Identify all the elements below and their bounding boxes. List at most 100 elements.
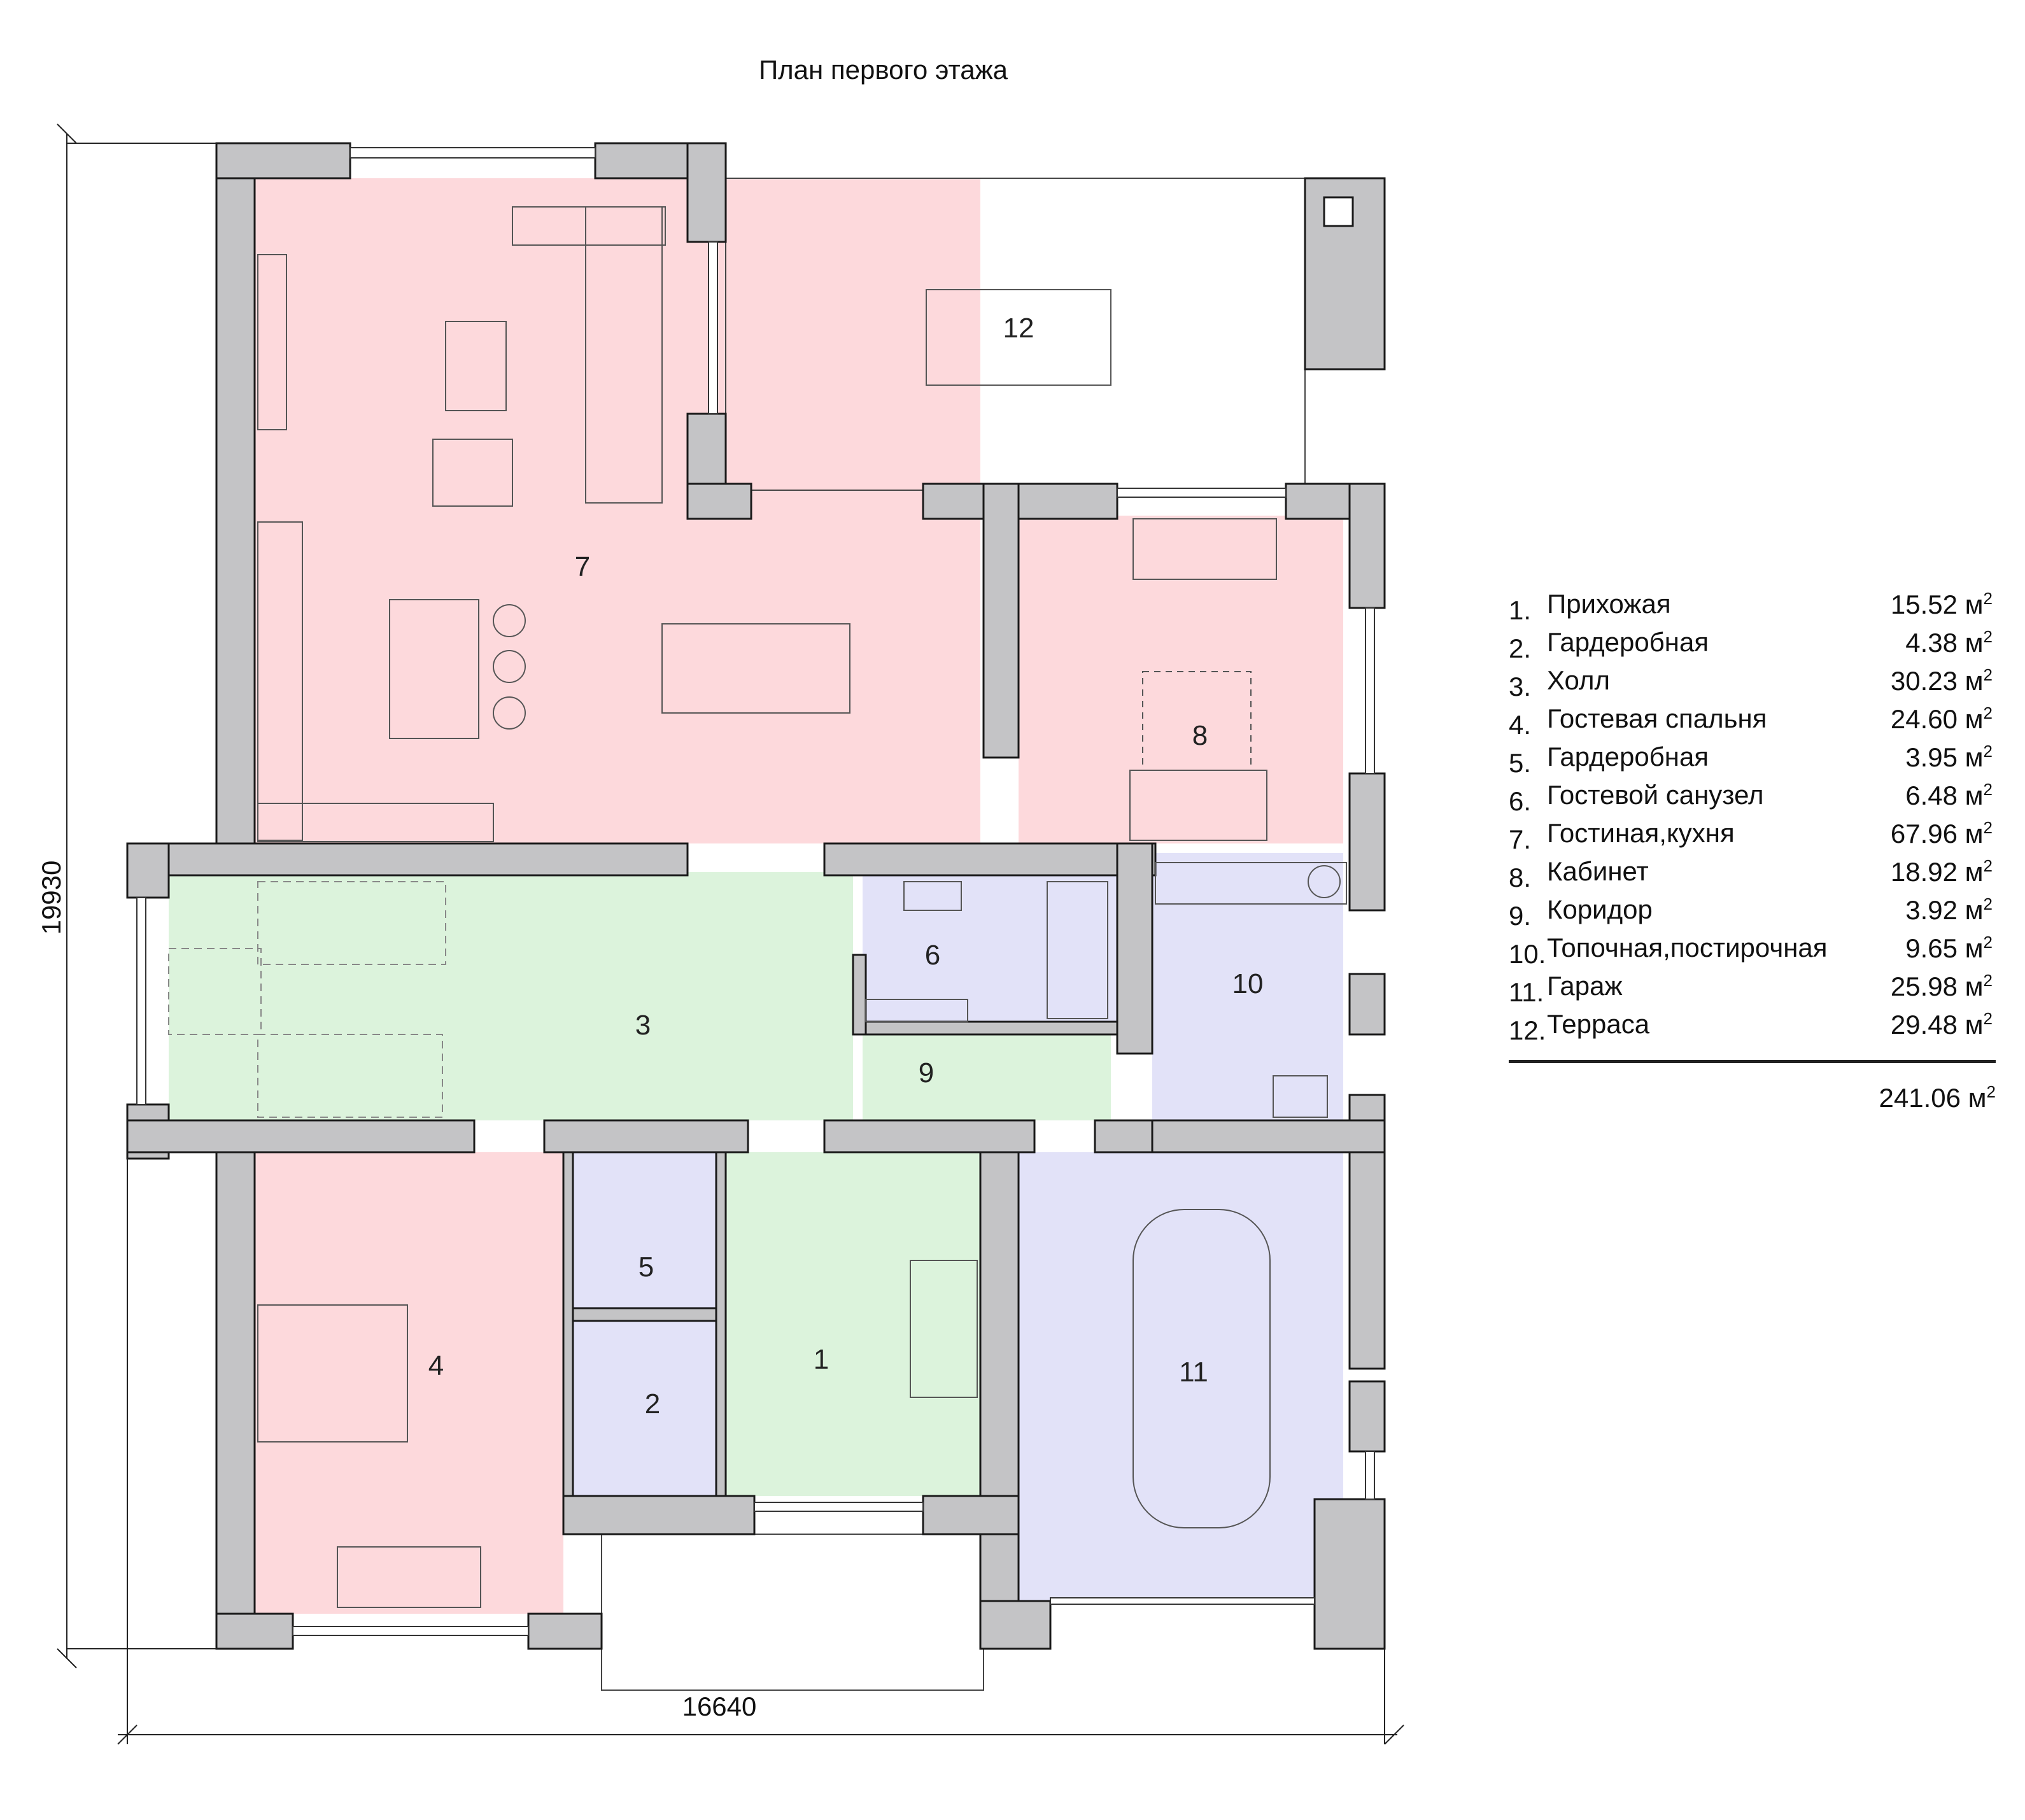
legend-divider xyxy=(1509,1060,1996,1063)
stairs xyxy=(168,881,446,1118)
legend-num: 1. xyxy=(1509,595,1532,625)
boiler-sink xyxy=(1273,1075,1328,1118)
legend-name: Топочная,постирочная xyxy=(1547,933,1828,963)
room-label-11: 11 xyxy=(1179,1357,1208,1388)
room-fill-9 xyxy=(863,1031,1111,1120)
armchair xyxy=(432,439,513,507)
windows xyxy=(136,147,1375,1636)
legend-row: 5. Гардеробная 3.95 м2 xyxy=(1509,742,1993,780)
wall-partition-7-8 xyxy=(982,483,1020,759)
dimension-lines xyxy=(57,123,1404,1745)
stair-lower xyxy=(257,1034,443,1118)
room-fill-3 xyxy=(169,872,853,1120)
legend-name: Гардеробная xyxy=(1547,627,1709,657)
legend-row: 9. Коридор 3.92 м2 xyxy=(1509,894,1993,933)
kitchen-island xyxy=(389,599,479,739)
legend-num: 9. xyxy=(1509,901,1532,931)
legend-area: 29.48 м2 xyxy=(1890,1009,1993,1040)
room-label-3: 3 xyxy=(635,1010,651,1041)
legend-num: 12. xyxy=(1509,1015,1546,1045)
room-label-12: 12 xyxy=(1003,313,1034,344)
room-label-5: 5 xyxy=(639,1252,654,1283)
tv-unit xyxy=(257,254,287,430)
legend-row: 2. Гардеробная 4.38 м2 xyxy=(1509,627,1993,665)
room-label-9: 9 xyxy=(919,1057,934,1089)
desk-4 xyxy=(337,1546,481,1608)
wall-south-closets xyxy=(562,1495,756,1535)
legend-row: 10. Топочная,постирочная 9.65 м2 xyxy=(1509,933,1993,971)
wall-south-entry xyxy=(922,1495,1020,1535)
dim-horizontal-tick-right xyxy=(1384,1725,1404,1745)
washer xyxy=(1308,865,1341,898)
legend-name: Гостиная,кухня xyxy=(1547,818,1735,848)
wall-hall-south-left xyxy=(126,1119,476,1153)
wall-west-lower xyxy=(215,1151,256,1650)
wall-north-left xyxy=(215,142,351,180)
legend-name: Гараж xyxy=(1547,971,1623,1001)
legend-area: 9.65 м2 xyxy=(1905,933,1993,963)
dim-vertical-tick-top xyxy=(57,123,77,144)
legend-name: Гардеробная xyxy=(1547,742,1709,772)
legend-name: Гостевая спальня xyxy=(1547,703,1767,733)
wall-terrace-west xyxy=(686,142,727,243)
porch-outline xyxy=(601,1534,984,1691)
bed xyxy=(257,1304,408,1443)
legend-name: Холл xyxy=(1547,665,1610,695)
total-area: 241.06 м2 xyxy=(1879,1082,1996,1113)
legend-area: 4.38 м2 xyxy=(1905,627,1993,658)
dining-table-7 xyxy=(661,623,850,714)
room-fill-6 xyxy=(863,872,1130,1022)
room-legend: 1. Прихожая 15.52 м2 2. Гардеробная 4.38… xyxy=(1509,589,1993,1047)
wall-east-mid1 xyxy=(1348,772,1386,912)
room-label-2: 2 xyxy=(645,1388,660,1420)
legend-num: 7. xyxy=(1509,824,1532,854)
legend-num: 11. xyxy=(1509,977,1544,1007)
wall-nook xyxy=(686,483,752,520)
floor-plan: 16640 19930 1 2 3 4 5 6 7 8 9 10 11 12 xyxy=(36,123,1404,1745)
washbasin xyxy=(903,881,962,911)
plan-title: План первого этажа xyxy=(758,55,1008,85)
window-west-7 xyxy=(708,241,718,414)
room-label-1: 1 xyxy=(814,1344,829,1375)
dim-vertical-tick-bot xyxy=(57,1648,77,1668)
sofa-8 xyxy=(1129,770,1267,841)
legend-area: 15.52 м2 xyxy=(1890,589,1993,619)
sofa-long xyxy=(585,206,663,504)
window-west-hall xyxy=(136,897,146,1105)
wall-bath-west xyxy=(852,954,867,1036)
legend-name: Прихожая xyxy=(1547,589,1671,619)
legend-area: 24.60 м2 xyxy=(1890,703,1993,734)
legend-row: 11. Гараж 25.98 м2 xyxy=(1509,971,1993,1009)
kitchen-counter xyxy=(257,521,303,841)
dim-height-label: 19930 xyxy=(36,861,66,935)
window-south-4 xyxy=(292,1626,529,1636)
stool-3 xyxy=(493,696,526,730)
room-fill-5 xyxy=(573,1152,716,1308)
wall-south-4 xyxy=(215,1612,294,1650)
legend-area: 3.95 м2 xyxy=(1905,742,1993,772)
room-fill-4 xyxy=(255,1152,563,1614)
wall-east-lower xyxy=(1313,1498,1386,1650)
wall-hall-north-left xyxy=(126,842,689,877)
wall-4-5 xyxy=(562,1151,574,1510)
wall-10-11 xyxy=(1151,1119,1386,1153)
wall-east-mid2 xyxy=(1348,973,1386,1036)
wall-bath-east xyxy=(1116,842,1154,1055)
wall-k7-8 xyxy=(922,483,1118,520)
legend-area: 30.23 м2 xyxy=(1890,665,1993,696)
room-fill-7-lower xyxy=(255,503,980,843)
walls xyxy=(126,142,1386,1650)
legend-num: 6. xyxy=(1509,786,1532,816)
room-label-7: 7 xyxy=(575,551,590,582)
dim-width-label: 16640 xyxy=(682,1691,757,1721)
coffee-table xyxy=(445,321,507,411)
room-fill-8 xyxy=(1019,516,1343,843)
stool-2 xyxy=(493,650,526,683)
legend-area: 25.98 м2 xyxy=(1890,971,1993,1001)
wall-hall-south-right xyxy=(823,1119,1036,1153)
legend-num: 5. xyxy=(1509,748,1532,778)
legend-area: 18.92 м2 xyxy=(1890,856,1993,887)
wall-south-4b xyxy=(527,1612,603,1650)
wall-east-mid4 xyxy=(1348,1380,1386,1453)
legend-row: 1. Прихожая 15.52 м2 xyxy=(1509,589,1993,627)
